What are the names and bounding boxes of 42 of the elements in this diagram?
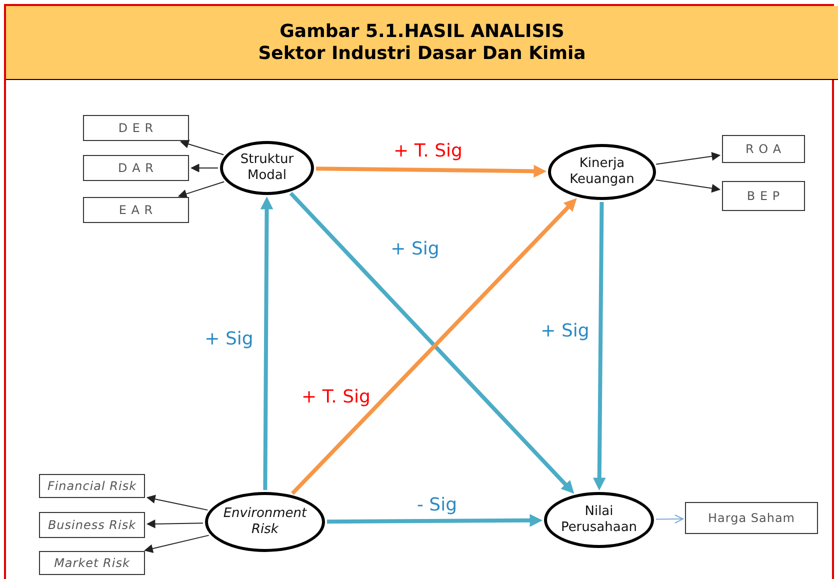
arrow bbox=[180, 140, 224, 156]
indicator-box bbox=[722, 135, 805, 163]
indicator-box bbox=[39, 512, 145, 538]
node-label: D E R bbox=[117, 120, 155, 136]
arrow bbox=[146, 494, 208, 511]
arrow bbox=[190, 164, 218, 172]
indicator-box bbox=[722, 181, 805, 211]
node-label: B E P bbox=[746, 188, 782, 204]
arrow bbox=[178, 181, 225, 198]
indicator-box bbox=[39, 551, 145, 575]
node-label: E A R bbox=[118, 202, 154, 218]
indicator-box bbox=[685, 502, 818, 534]
edge-label: + Sig bbox=[204, 328, 254, 350]
node-label: Nilai Perusahaan bbox=[560, 504, 638, 536]
arrow bbox=[655, 180, 720, 193]
edge-label: - Sig bbox=[416, 494, 458, 516]
node-label: Financial Risk bbox=[46, 478, 138, 494]
node-label: Struktur Modal bbox=[239, 152, 295, 184]
edge-label: + T. Sig bbox=[302, 386, 370, 408]
arrow bbox=[146, 520, 204, 528]
arrow bbox=[656, 152, 720, 165]
title: Gambar 5.1.HASIL ANALISIS Sektor Industri Dasar Dan Kimia bbox=[257, 20, 587, 64]
arrow bbox=[655, 514, 684, 524]
node-label: R O A bbox=[744, 142, 783, 156]
node-label: D A R bbox=[117, 160, 155, 176]
edge-label: + Sig bbox=[390, 238, 440, 260]
edge-label: + Sig bbox=[540, 320, 590, 342]
indicator-box bbox=[83, 197, 189, 223]
arrow bbox=[144, 534, 210, 553]
arrow bbox=[326, 514, 542, 527]
node-label: Business Risk bbox=[46, 518, 138, 532]
node-label: Harga Saham bbox=[706, 510, 796, 526]
node-label: Environment Risk bbox=[222, 506, 308, 538]
edge-label: + T. Sig bbox=[394, 140, 462, 162]
arrow bbox=[316, 164, 546, 178]
indicator-box bbox=[83, 155, 189, 181]
node-label: Market Risk bbox=[53, 556, 131, 570]
arrow bbox=[260, 196, 274, 490]
indicator-box bbox=[39, 474, 145, 498]
indicator-box bbox=[83, 115, 189, 141]
arrow bbox=[593, 202, 606, 490]
node-label: Kinerja Keuangan bbox=[568, 156, 636, 188]
